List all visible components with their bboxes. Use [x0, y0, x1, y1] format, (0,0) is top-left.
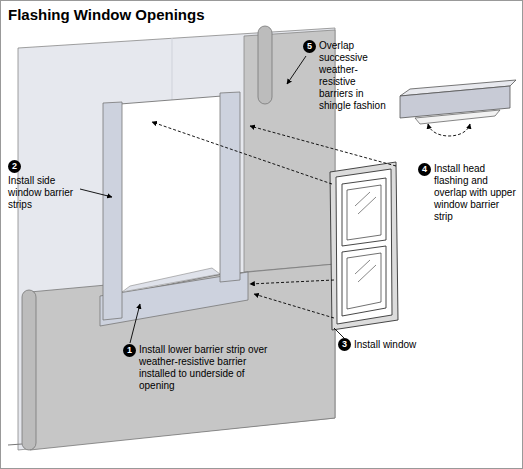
diagram-title: Flashing Window Openings: [8, 6, 205, 23]
dashed-arrow: [250, 126, 396, 166]
wall-sheathing: [18, 28, 335, 450]
window-flange: [330, 162, 398, 330]
callout-number: 3: [338, 338, 351, 351]
sill-fold: [122, 268, 220, 292]
barrier-roll: [258, 26, 272, 104]
leader-line: [287, 56, 306, 84]
side-strip: [103, 102, 122, 320]
leader-line: [80, 189, 112, 197]
dashed-arrow: [250, 280, 334, 284]
callout-number: 5: [303, 40, 316, 53]
upper-sash: [342, 178, 386, 246]
glass-reflection: [355, 192, 376, 282]
callout-number: 2: [8, 160, 21, 173]
barrier-roll: [22, 290, 36, 450]
lower-sash: [342, 246, 386, 316]
callout-text: Install lower barrier strip over weather…: [139, 344, 269, 392]
wall-base: [8, 444, 22, 445]
leader-line: [334, 328, 344, 338]
callout-text: Overlap successive weather-resistive bar…: [319, 40, 391, 112]
dashed-arrow: [254, 294, 334, 318]
head-flashing-lip: [415, 110, 500, 124]
glass: [347, 253, 381, 309]
callout-number: 4: [418, 163, 431, 176]
lower-barrier: [30, 264, 335, 450]
dashed-arrow: [152, 122, 332, 184]
callout-text: Install window: [354, 339, 434, 351]
dashed-arrows: [152, 122, 470, 318]
dashed-arrow: [428, 124, 470, 136]
leader-line: [130, 304, 140, 343]
window-frame: [336, 169, 392, 324]
callout-text: Install head flashing and overlap with u…: [434, 163, 520, 223]
leader-lines: [80, 56, 344, 343]
callout-text: Install side window barrier strips: [8, 175, 88, 211]
side-strip: [220, 92, 240, 282]
callout-number: 1: [123, 344, 136, 357]
rough-opening: [120, 96, 222, 294]
glass: [347, 185, 381, 240]
